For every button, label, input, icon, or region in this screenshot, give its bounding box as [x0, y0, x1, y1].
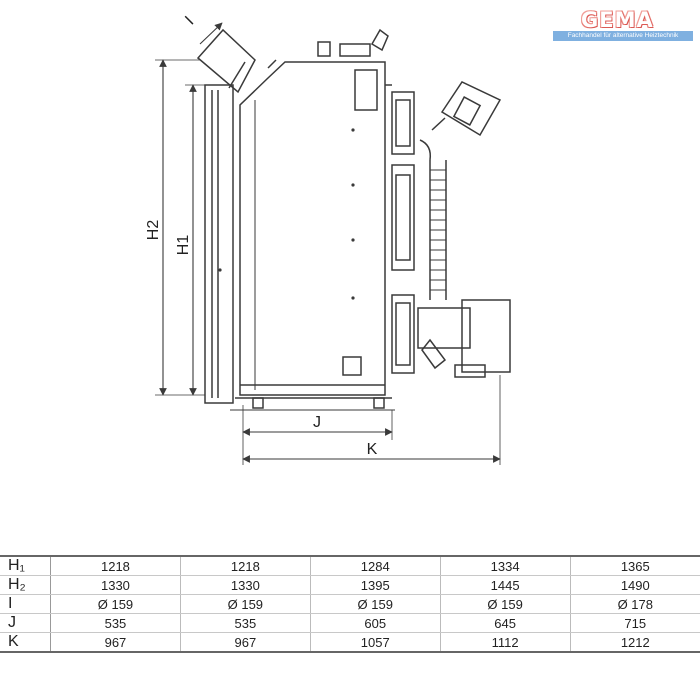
panel-dots	[218, 128, 355, 300]
row-label: I	[0, 594, 51, 614]
front-door-panel	[204, 84, 234, 404]
row-label: H₂	[0, 575, 51, 595]
table-cell: 535	[180, 613, 311, 633]
table-cell: 645	[440, 613, 571, 633]
table-cell: 1330	[180, 575, 311, 595]
table-cell: 967	[180, 632, 311, 653]
label-h1: H1	[175, 235, 192, 256]
table-cell: 1112	[440, 632, 571, 653]
logo-tagline: Fachhandel für alternative Heiztechnik	[553, 31, 693, 41]
table-cell: Ø 159	[440, 594, 571, 614]
table-cell: 605	[310, 613, 441, 633]
label-i: I	[182, 13, 197, 28]
boiler-body	[239, 61, 386, 396]
service-doors	[385, 84, 415, 374]
row-label: H₁	[0, 555, 51, 576]
table-cell: 1490	[570, 575, 700, 595]
boiler-base	[230, 397, 395, 411]
table-cell: 967	[50, 632, 181, 653]
label-j: J	[313, 414, 321, 431]
flue-outlet	[196, 28, 256, 94]
table-cell: 715	[570, 613, 700, 633]
table-cell: 1365	[570, 555, 700, 576]
table-cell: Ø 159	[180, 594, 311, 614]
table-cell: 1212	[570, 632, 700, 653]
table-cell: 1284	[310, 555, 441, 576]
label-k: K	[367, 441, 378, 458]
feeder-motor	[431, 81, 502, 137]
gema-logo: GEMA Fachhandel für alternative Heiztech…	[553, 8, 693, 44]
table-cell: 1057	[310, 632, 441, 653]
table-cell: 1218	[50, 555, 181, 576]
row-label: J	[0, 613, 51, 633]
label-h2: H2	[145, 220, 162, 241]
logo-wordmark: GEMA	[581, 8, 654, 32]
table-cell: 1334	[440, 555, 571, 576]
table-cell: 1218	[180, 555, 311, 576]
table-cell: Ø 159	[310, 594, 441, 614]
table-cell: 535	[50, 613, 181, 633]
table-cell: 1395	[310, 575, 441, 595]
feed-spiral-pipe	[419, 139, 447, 300]
table-cell: 1330	[50, 575, 181, 595]
table-cell: 1445	[440, 575, 571, 595]
boiler-technical-drawing: H2 H1 I J K	[145, 13, 511, 465]
table-cell: Ø 159	[50, 594, 181, 614]
table-cell: Ø 178	[570, 594, 700, 614]
top-fittings	[267, 28, 389, 69]
pellet-burner	[417, 299, 511, 378]
row-label: K	[0, 632, 51, 653]
